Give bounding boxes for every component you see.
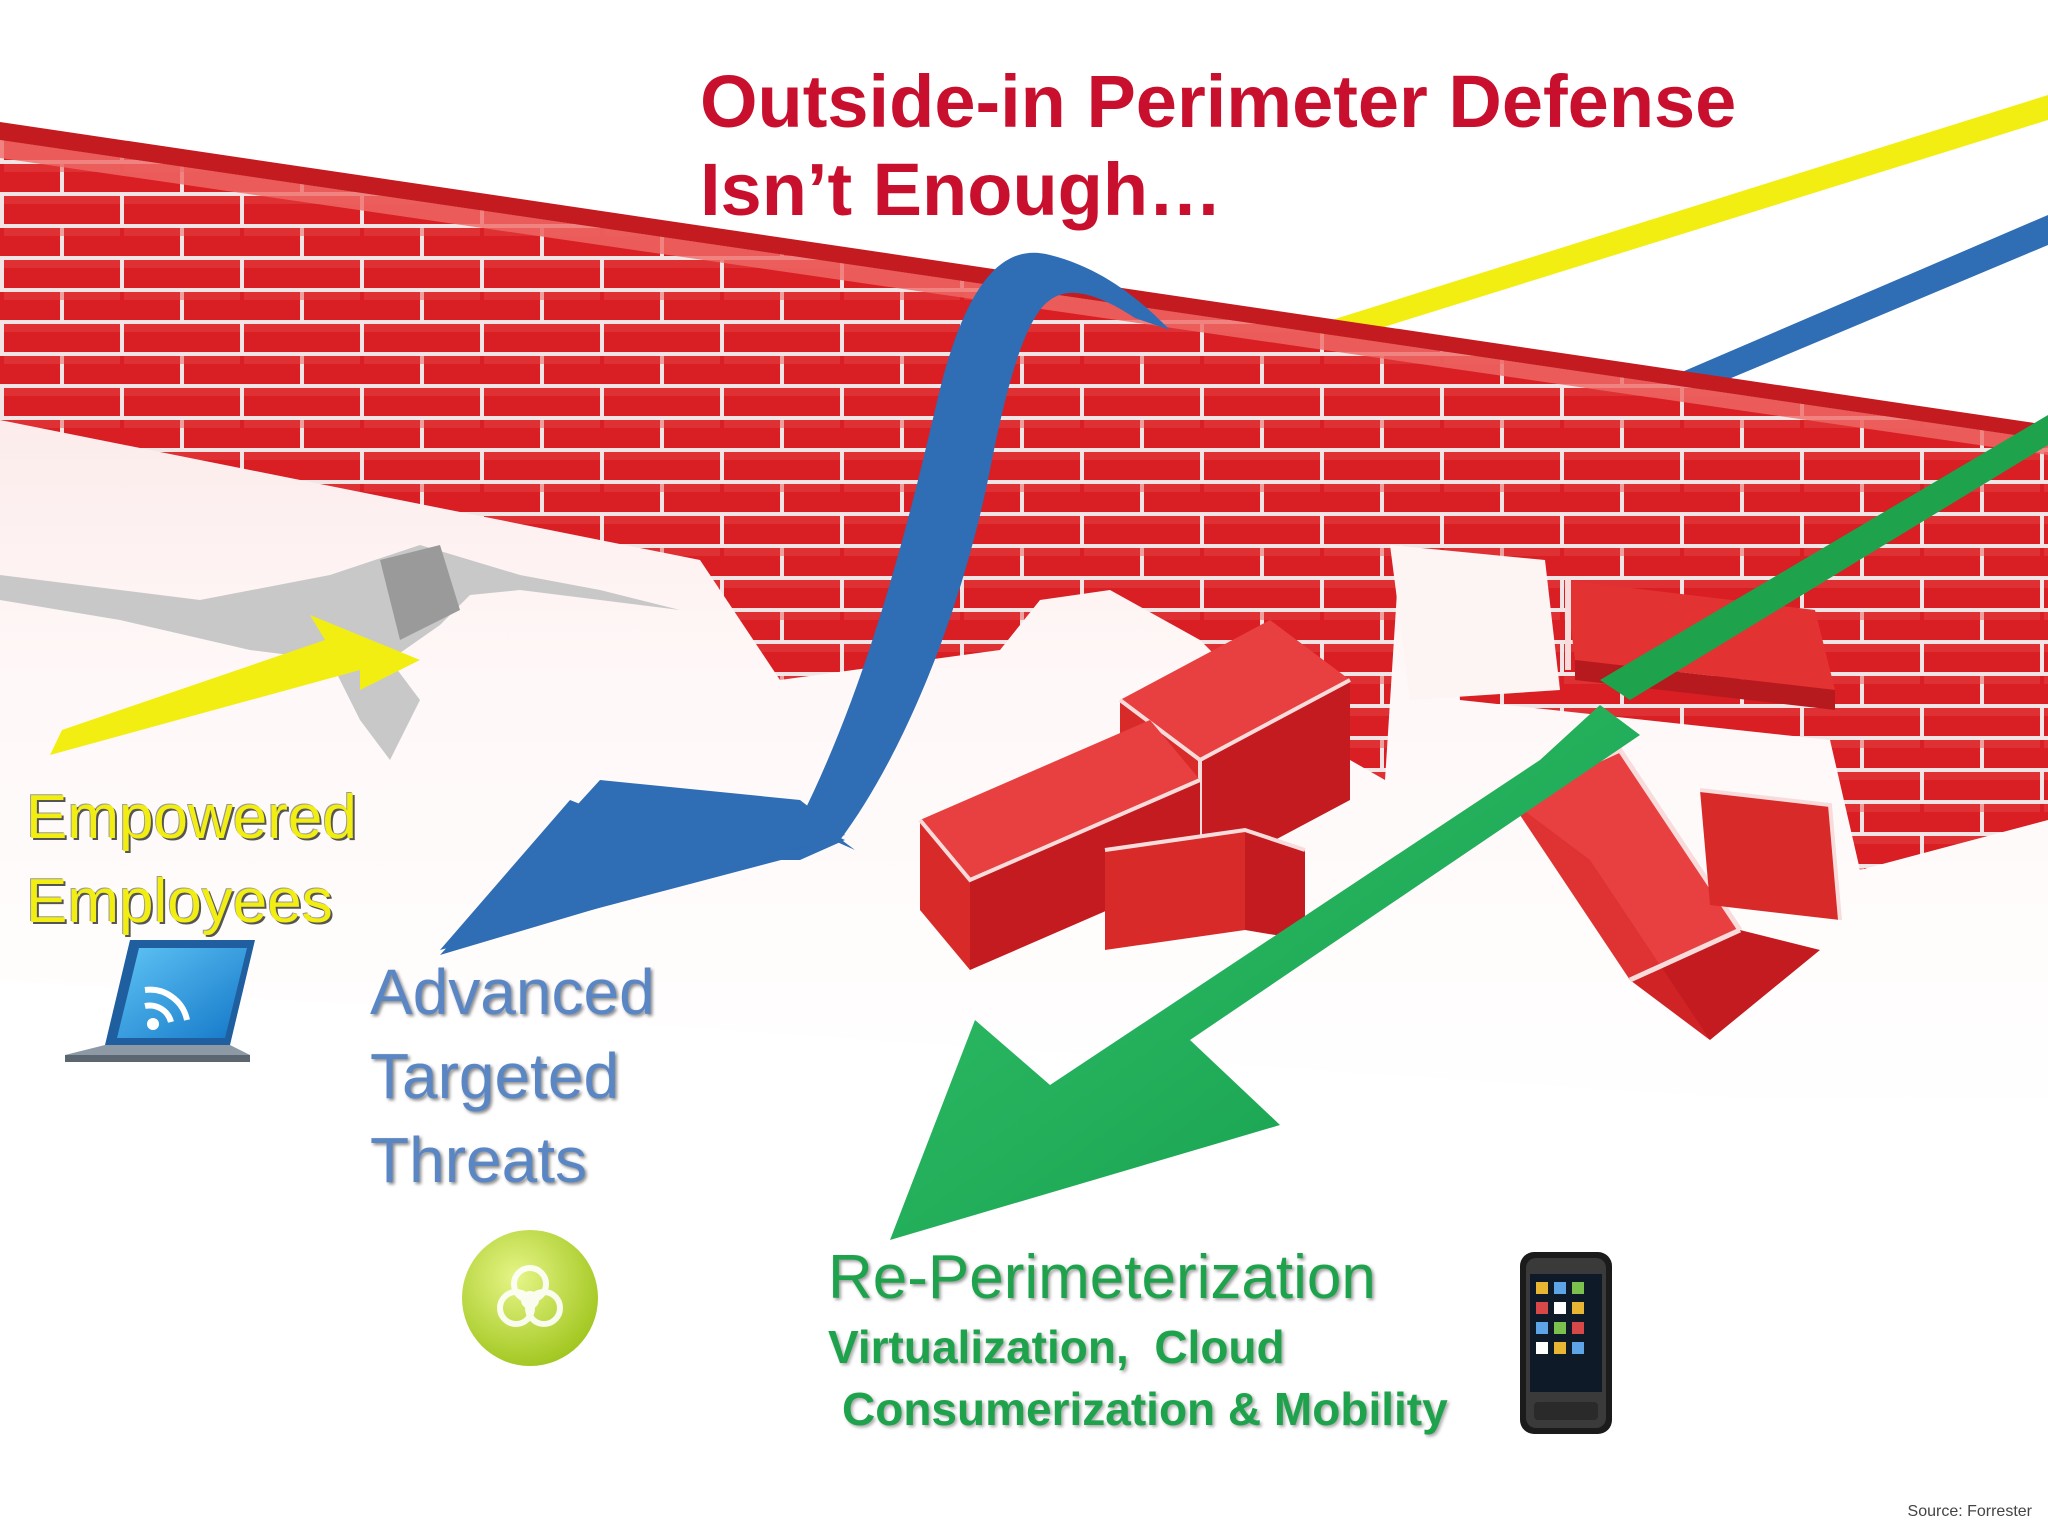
consumerization-mobility-label: Consumerization & Mobility	[842, 1383, 1448, 1435]
yellow-line	[1300, 95, 2048, 350]
blue-arrow	[440, 252, 1170, 955]
wall-hole	[1390, 545, 1560, 700]
empowered-employees-label: Empowered Employees	[26, 776, 357, 944]
green-arrow	[890, 415, 2048, 1240]
page-title: Outside-in Perimeter Defense Isn’t Enoug…	[700, 58, 1736, 234]
reperimeterization-label: Re-Perimeterization	[828, 1243, 1376, 1312]
advanced-line-2: Targeted	[370, 1040, 620, 1112]
advanced-line-3: Threats	[370, 1124, 587, 1196]
title-line-1: Outside-in Perimeter Defense	[700, 60, 1737, 143]
blue-line	[1640, 215, 2048, 410]
title-line-2: Isn’t Enough…	[700, 148, 1223, 231]
virtualization-cloud-label: Virtualization, Cloud	[828, 1321, 1285, 1373]
empowered-line-2: Employees	[26, 867, 333, 936]
biohazard-icon	[462, 1230, 598, 1366]
laptop-wifi-icon	[65, 940, 255, 1062]
yellow-arrow	[50, 615, 420, 755]
source-caption: Source: Forrester	[1907, 1503, 2032, 1520]
advanced-line-1: Advanced	[370, 956, 655, 1028]
advanced-threats-label: Advanced Targeted Threats	[370, 950, 655, 1202]
smartphone-icon	[1520, 1252, 1612, 1434]
empowered-line-1: Empowered	[26, 783, 357, 852]
